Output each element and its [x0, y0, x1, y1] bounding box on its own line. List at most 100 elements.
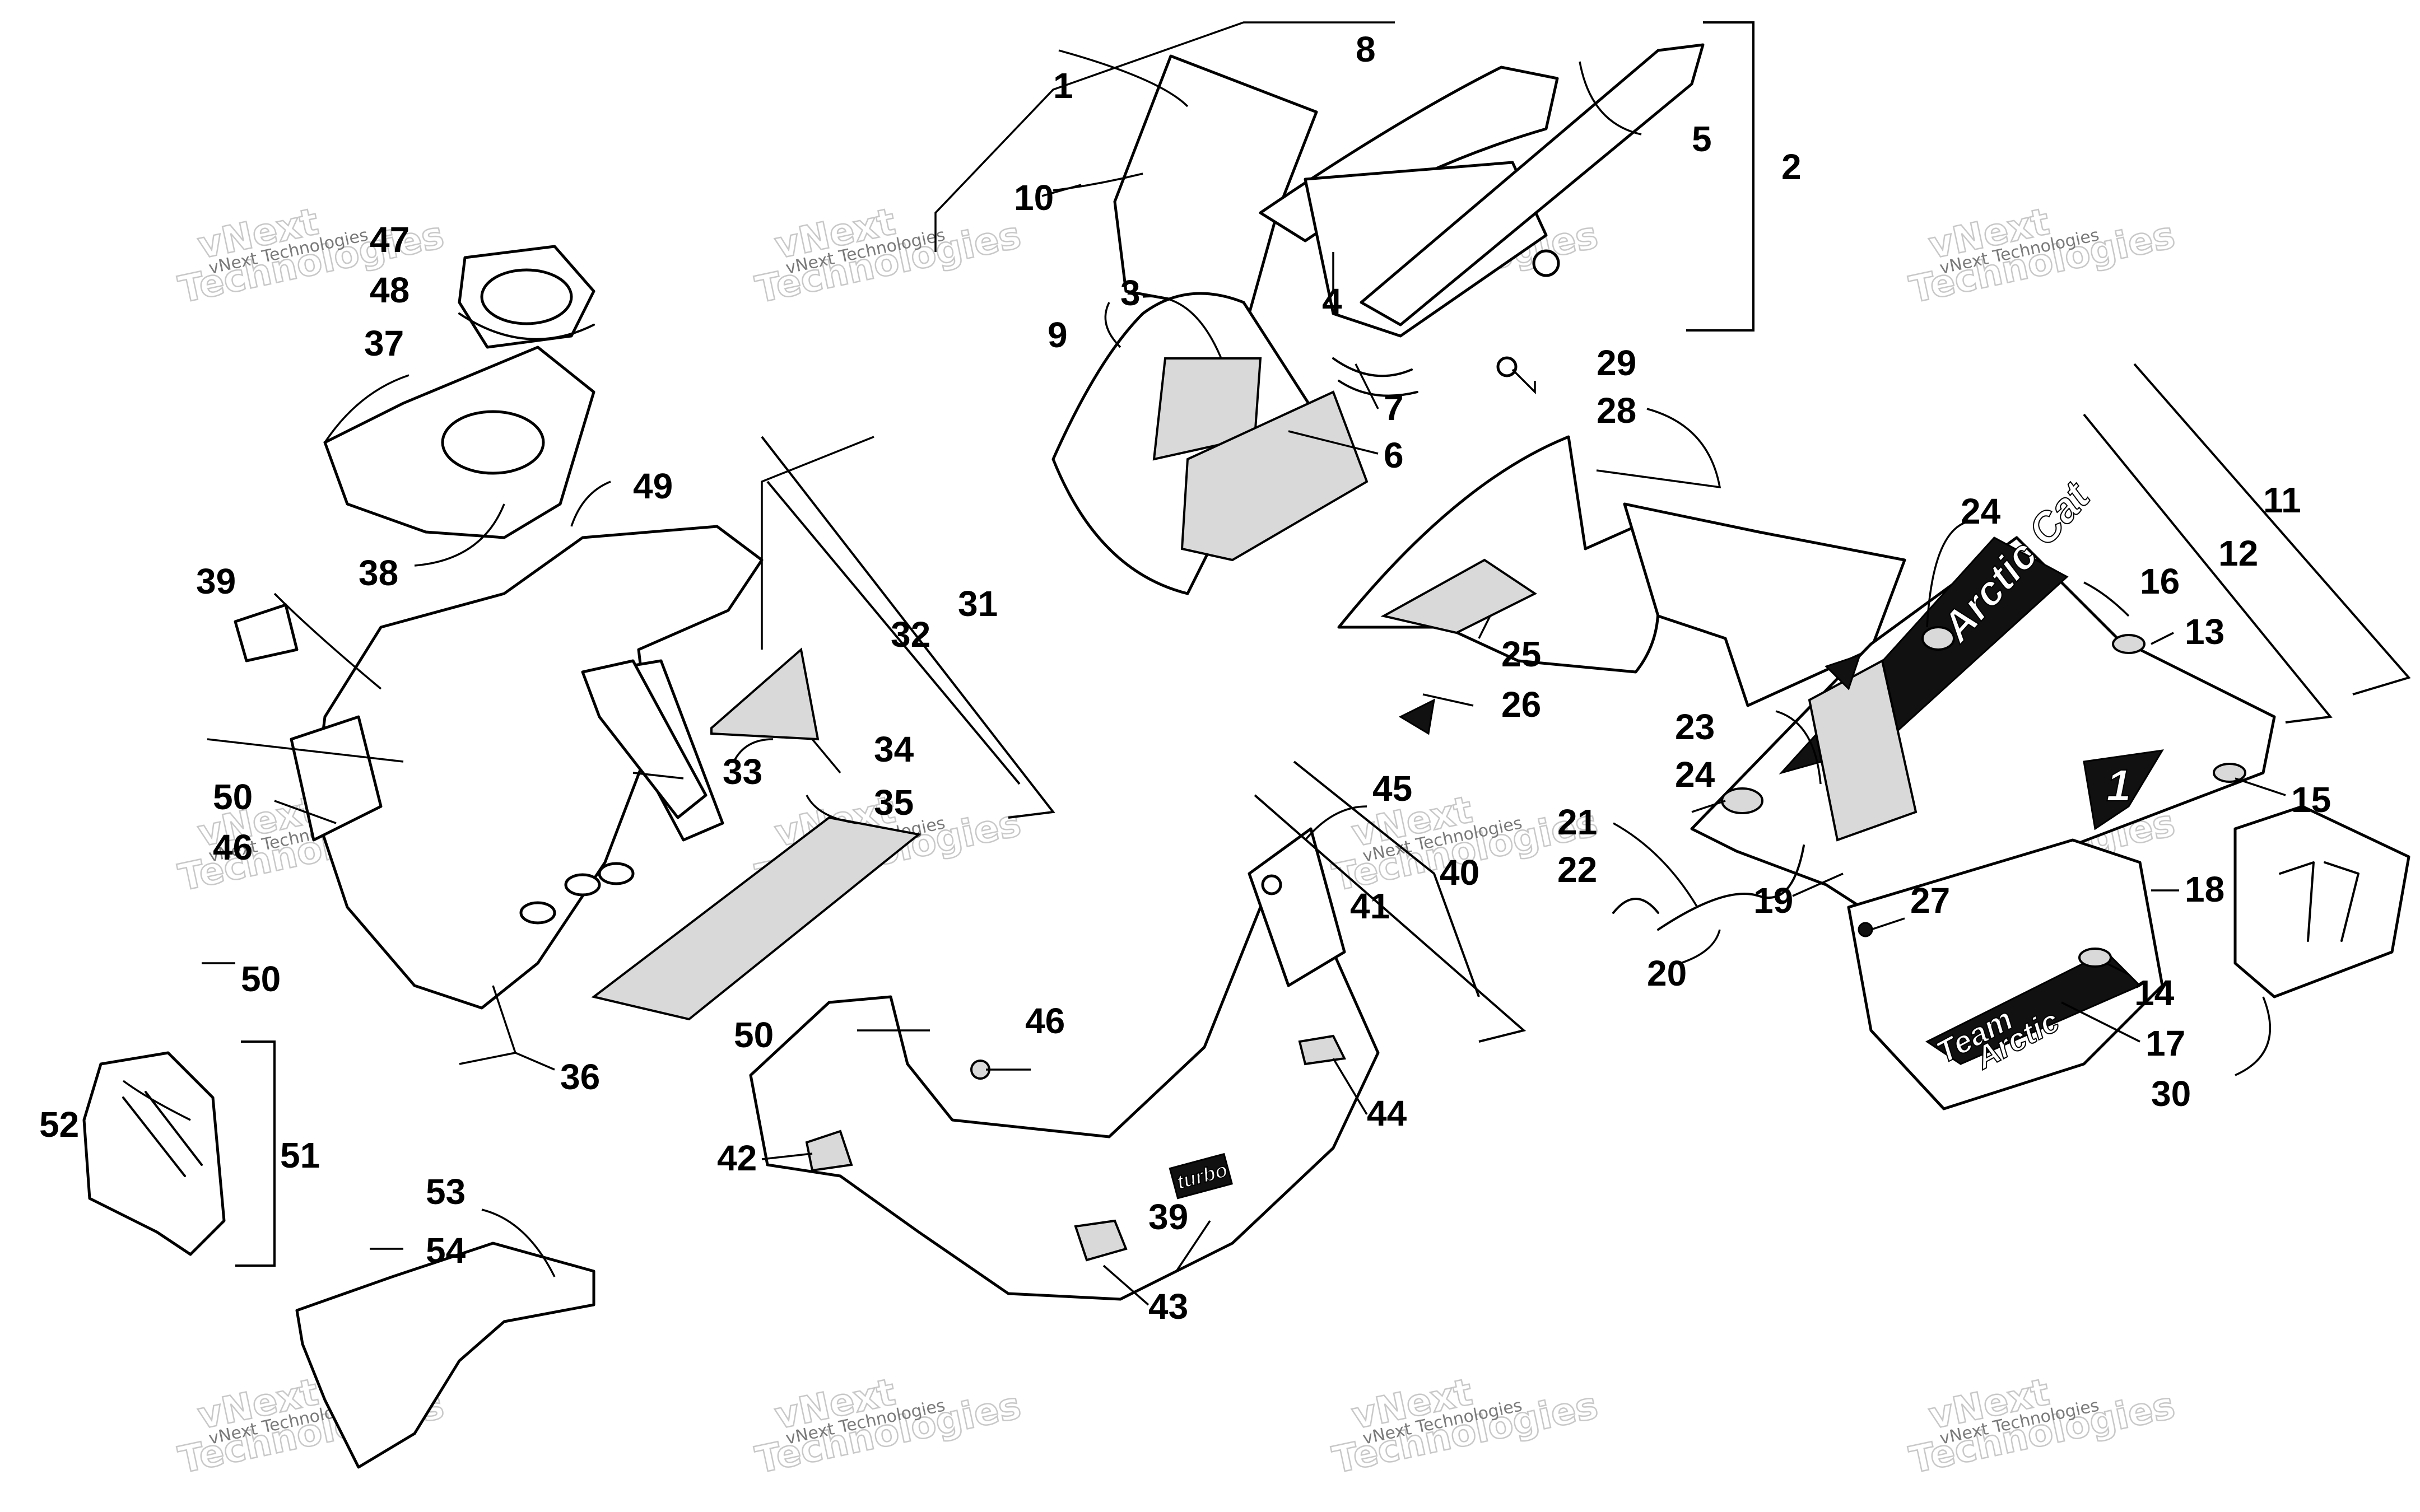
- callout-27: 27: [1910, 880, 1950, 921]
- arrow-marker: [1825, 654, 1861, 690]
- pan-hole: [564, 873, 601, 897]
- callout-4: 4: [1322, 281, 1342, 321]
- fastener-knob: [1532, 249, 1560, 277]
- callout-12: 12: [2218, 533, 2258, 573]
- callout-29: 29: [1597, 343, 1636, 383]
- callout-41: 41: [1350, 886, 1390, 926]
- callout-18: 18: [2185, 869, 2224, 909]
- callout-25: 25: [1501, 634, 1541, 674]
- screw-part-27: [1858, 922, 1873, 937]
- watermark: vNext Technologies vNext Technologies: [751, 1370, 1025, 1483]
- callout-47: 47: [370, 220, 409, 260]
- callouts: 1 2 3 4 5 6 7 8 9 10 11 12 13 14 15 16 1…: [39, 29, 2331, 1327]
- callout-36: 36: [560, 1057, 600, 1097]
- vent-part-52: [82, 1051, 226, 1256]
- callout-44: 44: [1367, 1093, 1407, 1133]
- grommet-part-15: [2213, 763, 2246, 783]
- callout-46: 46: [1025, 1001, 1065, 1041]
- lower-nose-assembly: turbo: [749, 827, 1380, 1301]
- callout-35: 35: [874, 782, 914, 823]
- grommet-part-24: [1721, 787, 1763, 814]
- side-panel-assembly: Arctic Cat 1 Team Arctic: [1337, 356, 2410, 1110]
- clip-part-45: [1261, 874, 1282, 895]
- callout-2: 2: [1781, 147, 1802, 187]
- pan-hole: [519, 901, 556, 925]
- hood-trim-part-7: [1332, 357, 1418, 397]
- watermark: vNext Technologies vNext Technologies: [751, 199, 1025, 312]
- callout-7: 7: [1384, 388, 1404, 428]
- side-grille-part-30: [2233, 805, 2410, 998]
- belly-pan-assembly: [234, 245, 922, 1021]
- side-bracket-part-46: [290, 715, 383, 842]
- gasket-part-48: [458, 312, 595, 340]
- handlebar-pad-part-5: [1360, 43, 1705, 326]
- foam-pad-part-34: [710, 647, 820, 741]
- callout-26: 26: [1501, 684, 1541, 725]
- callout-52: 52: [39, 1104, 79, 1145]
- callout-54: 54: [426, 1230, 466, 1271]
- grommet-part-14: [2078, 948, 2112, 968]
- callout-23: 23: [1675, 707, 1715, 747]
- callout-31: 31: [958, 584, 998, 624]
- callout-5: 5: [1692, 119, 1712, 159]
- callout-3: 3: [1120, 273, 1141, 313]
- pan-hole: [598, 862, 635, 885]
- callout-10: 10: [1014, 178, 1054, 218]
- callout-42: 42: [717, 1138, 757, 1178]
- callout-14: 14: [2134, 973, 2175, 1013]
- grommet-part-43: [1074, 1219, 1128, 1262]
- callout-9: 9: [1048, 315, 1068, 355]
- grommet-part-24: [1921, 626, 1955, 651]
- watermark: vNext Technologies vNext Technologies: [1905, 199, 2179, 312]
- foam-strip-part-35: [591, 816, 922, 1021]
- callout-6: 6: [1384, 435, 1404, 475]
- callout-39: 39: [1148, 1197, 1188, 1237]
- callout-15: 15: [2291, 780, 2331, 820]
- team-decal-part-17: [1925, 951, 2142, 1065]
- callout-13: 13: [2185, 612, 2224, 652]
- turbo-decal-part-39: turbo: [1169, 1152, 1234, 1200]
- callout-39: 39: [196, 561, 236, 601]
- bracket-part-42: [805, 1130, 853, 1172]
- number-decal: 1: [2106, 760, 2132, 810]
- callout-28: 28: [1597, 390, 1636, 431]
- callout-32: 32: [891, 614, 930, 655]
- mesh-vent-part-25: [1380, 558, 1537, 634]
- callout-49: 49: [633, 466, 673, 506]
- hook-part-22: [1612, 898, 1659, 914]
- arrow-marker: [1398, 698, 1435, 735]
- side-vent-assembly: [82, 1051, 595, 1469]
- callout-50: 50: [241, 959, 281, 999]
- callout-20: 20: [1647, 953, 1687, 993]
- callout-48: 48: [370, 270, 409, 310]
- side-panel-upper-part-28: [1623, 502, 1906, 707]
- callout-22: 22: [1557, 850, 1597, 890]
- leader-lines: [122, 21, 2411, 1306]
- callout-53: 53: [426, 1172, 466, 1212]
- callout-24: 24: [1675, 754, 1715, 795]
- callout-24: 24: [1961, 491, 2001, 531]
- callout-21: 21: [1557, 802, 1597, 842]
- callout-46: 46: [213, 827, 253, 867]
- callout-50: 50: [734, 1015, 774, 1055]
- dash-insert-part-6: [1180, 390, 1369, 562]
- flange-hole: [480, 268, 573, 325]
- side-skin-part-41: [1248, 827, 1346, 987]
- callout-34: 34: [874, 729, 914, 769]
- callout-30: 30: [2151, 1074, 2191, 1114]
- turbo-decal-plate: [1169, 1152, 1234, 1200]
- watermark: vNext Technologies vNext Technologies: [1905, 1370, 2179, 1483]
- windshield-part-10: [1113, 54, 1318, 315]
- heat-shield-part-53: [295, 1242, 595, 1469]
- vent-slat: [122, 1091, 203, 1177]
- callout-37: 37: [364, 323, 404, 363]
- windshield-assembly: [1051, 43, 1705, 595]
- callout-43: 43: [1148, 1286, 1188, 1327]
- callout-17: 17: [2146, 1023, 2185, 1063]
- callout-11: 11: [2263, 480, 2301, 520]
- callout-51: 51: [280, 1135, 320, 1175]
- grille-slot: [2279, 861, 2360, 942]
- number-decal-part-18: [2083, 749, 2164, 830]
- callout-45: 45: [1372, 768, 1412, 809]
